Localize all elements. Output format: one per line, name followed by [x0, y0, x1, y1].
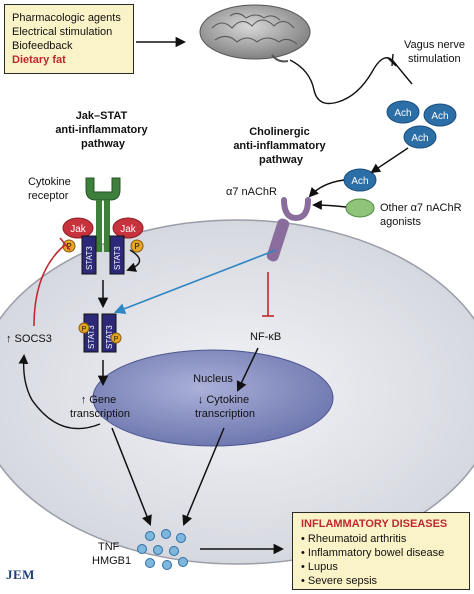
cytokine-to-mediators-arrow	[182, 427, 225, 526]
phosphate-right: P	[130, 239, 144, 253]
cytokine-receptor-label: Cytokine receptor	[28, 176, 74, 202]
mediator-molecules	[137, 529, 188, 570]
svg-text:P: P	[82, 326, 87, 333]
gene-transcription-label: ↑ Gene transcription	[70, 394, 130, 420]
socs3-label: ↑ SOCS3	[6, 333, 52, 345]
svg-text:Ach: Ach	[351, 176, 368, 187]
ach-molecule: Ach	[423, 103, 457, 127]
svg-text:Jak: Jak	[70, 224, 87, 235]
brain-icon	[199, 4, 311, 63]
mediators-label: TNF HMGB1	[92, 541, 131, 567]
jak-stat-title: Jak–STAT anti-inflammatory pathway	[55, 110, 150, 150]
svg-text:Ach: Ach	[431, 111, 448, 122]
svg-text:Ach: Ach	[394, 108, 411, 119]
disease-item: • Rheumatoid arthritis	[301, 533, 407, 545]
stimulus-highlight: Dietary fat	[12, 54, 66, 66]
svg-text:P: P	[114, 336, 119, 343]
svg-text:STAT3: STAT3	[87, 325, 96, 349]
jak-kinase-left: Jak	[62, 217, 94, 239]
cytokine-transcription-label: ↓ Cytokine transcription	[195, 394, 255, 420]
nucleus	[92, 349, 334, 447]
disease-item: • Inflammatory bowel disease	[301, 547, 445, 559]
nfkb-to-cytokine-arrow	[236, 347, 259, 392]
a7nachr-label: α7 nAChR	[226, 186, 277, 198]
svg-text:P: P	[134, 242, 139, 251]
svg-text:STAT3: STAT3	[113, 246, 122, 270]
agonist-oval	[345, 198, 375, 218]
other-agonists-label: Other α7 nAChR agonists	[380, 202, 465, 228]
stat3-dimer: STAT3 STAT3 P P	[78, 313, 122, 353]
stimulus-item: Biofeedback	[12, 40, 73, 52]
ach-binding-arrow	[308, 179, 345, 198]
svg-text:STAT3: STAT3	[105, 325, 114, 349]
stimulus-item: Pharmacologic agents	[12, 12, 121, 24]
socs3-inhibition-line	[33, 243, 67, 327]
ach-release-arrow	[370, 147, 409, 174]
svg-text:Ach: Ach	[411, 133, 428, 144]
vagus-nerve	[289, 57, 413, 105]
cytokine-receptor	[85, 177, 121, 252]
inflammatory-diseases-box: INFLAMMATORY DISEASES • Rheumatoid arthr…	[292, 512, 470, 590]
svg-text:Jak: Jak	[120, 224, 137, 235]
ach-molecule: Ach	[386, 100, 420, 124]
svg-text:STAT3: STAT3	[85, 246, 94, 270]
nfkb-label: NF-κB	[250, 331, 281, 343]
nucleus-label: Nucleus	[193, 373, 233, 385]
disease-item: • Lupus	[301, 561, 338, 573]
diseases-title: INFLAMMATORY DISEASES	[301, 518, 448, 530]
stimulus-item: Electrical stimulation	[12, 26, 113, 38]
jak-kinase-right: Jak	[112, 217, 144, 239]
stat3-activation-arrow	[126, 249, 141, 272]
cholinergic-to-stat3-arrow	[113, 249, 277, 314]
ach-molecule: Ach	[343, 168, 377, 192]
disease-item: • Severe sepsis	[301, 575, 378, 587]
ach-molecule: Ach	[403, 125, 437, 149]
journal-logo: JEM	[6, 567, 35, 582]
stat3-receptor-bound: STAT3 STAT3	[81, 235, 125, 275]
stimuli-box: Pharmacologic agents Electrical stimulat…	[4, 4, 134, 74]
svg-text:P: P	[66, 242, 71, 251]
cholinergic-title: Cholinergic anti-inflammatory pathway	[233, 126, 328, 166]
agonist-binding-arrow	[312, 200, 347, 210]
vagus-label: Vagus nerve stimulation	[404, 39, 468, 65]
gene-to-mediators-arrow	[111, 427, 152, 526]
socs3-induction-arrow	[18, 354, 101, 430]
